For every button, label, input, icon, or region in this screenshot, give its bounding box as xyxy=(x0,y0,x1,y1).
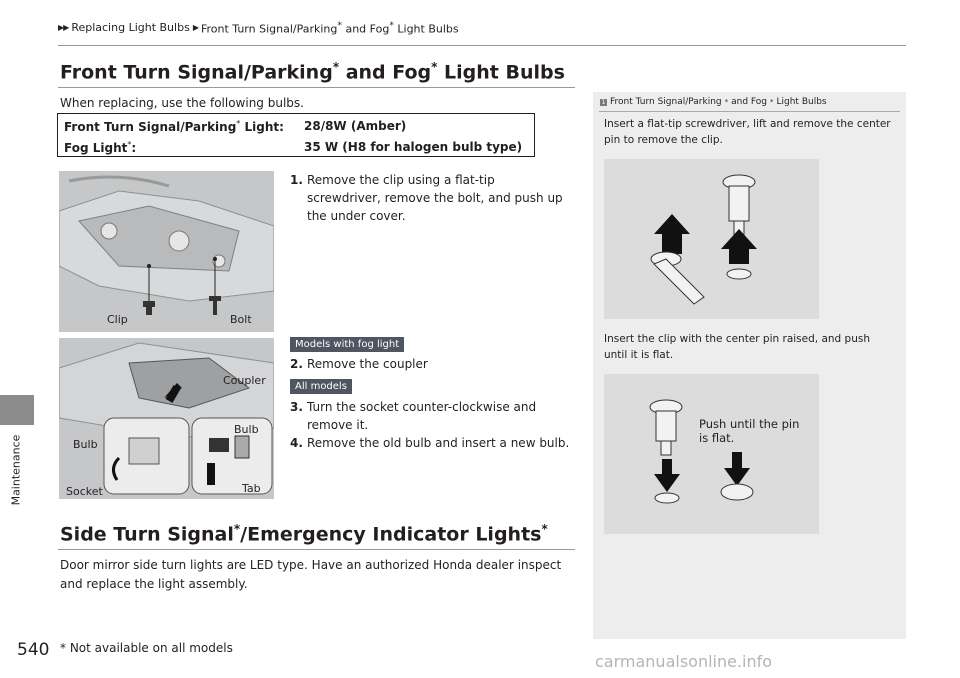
clip-insert-illustration xyxy=(604,374,819,534)
title-part: /Emergency Indicator Lights xyxy=(240,523,542,546)
step-text: Turn the socket counter-clockwise and re… xyxy=(307,400,537,432)
step-number: 1. xyxy=(290,173,303,187)
breadcrumb-current-part: Light Bulbs xyxy=(397,22,459,36)
badge-all-models: All models xyxy=(290,379,352,394)
title-part: Side Turn Signal xyxy=(60,523,234,546)
spec-row: Fog Light*: 35 W (H8 for halogen bulb ty… xyxy=(64,140,522,155)
coupler-socket-figure: Coupler Bulb Bulb Socket Tab xyxy=(59,338,274,499)
note-text-insert-clip: Insert the clip with the center pin rais… xyxy=(604,333,870,361)
footnote-star: * xyxy=(431,60,438,74)
step-2: 2. Remove the coupler xyxy=(290,355,572,373)
footnote-star: * xyxy=(389,20,394,31)
note-marker-icon: 1 xyxy=(600,98,607,106)
clip-removal-figure xyxy=(604,159,819,319)
footnote-star: * xyxy=(127,140,132,149)
section-tab-label: Maintenance xyxy=(3,425,29,515)
clip-removal-illustration xyxy=(604,159,819,319)
bulb-spec-table: Front Turn Signal/Parking* Light: 28/8W … xyxy=(57,113,535,157)
clip-label: Clip xyxy=(107,313,128,326)
note-title-part: Light Bulbs xyxy=(776,97,827,107)
step-number: 4. xyxy=(290,436,303,450)
step-number: 3. xyxy=(290,400,303,414)
breadcrumb-item-current: Front Turn Signal/Parking* and Fog* Ligh… xyxy=(201,20,459,36)
under-cover-figure: Clip Bolt xyxy=(59,171,274,332)
breadcrumb-arrow-icon: ▶▶ xyxy=(58,23,69,33)
spec-key-suffix: Light: xyxy=(240,120,284,134)
page-number: 540 xyxy=(17,640,50,660)
under-cover-illustration xyxy=(59,171,274,332)
coupler-socket-illustration xyxy=(59,338,274,499)
section-divider xyxy=(58,549,575,550)
title-part: and Fog xyxy=(339,61,432,84)
spec-key-text: Front Turn Signal/Parking xyxy=(64,120,237,134)
note-title: 1 Front Turn Signal/Parking* and Fog* Li… xyxy=(600,97,827,107)
step-3: 3. Turn the socket counter-clockwise and… xyxy=(290,398,572,434)
coupler-label: Coupler xyxy=(223,374,266,387)
badge-models-with-fog-light: Models with fog light xyxy=(290,337,405,352)
breadcrumb-current-part: Front Turn Signal/Parking xyxy=(200,22,338,36)
title-part: Light Bulbs xyxy=(437,61,565,84)
spec-key: Fog Light*: xyxy=(64,140,304,155)
step-number: 2. xyxy=(290,357,303,371)
clip-insert-figure: Push until the pin is flat. xyxy=(604,374,819,534)
footnote-star: * xyxy=(337,20,342,31)
section-tab-marker xyxy=(0,395,34,425)
footnote-star: * xyxy=(332,60,340,74)
spec-value: 28/8W (Amber) xyxy=(304,119,407,133)
push-until-flat-label: Push until the pin is flat. xyxy=(699,417,800,445)
footnote-star: * xyxy=(724,98,729,106)
section-title-side-turn-signal: Side Turn Signal*/Emergency Indicator Li… xyxy=(60,522,548,545)
tab-label: Tab xyxy=(242,482,261,495)
header-divider xyxy=(58,45,906,46)
note-text-remove-clip: Insert a flat-tip screwdriver, lift and … xyxy=(604,118,891,146)
step-text: Remove the coupler xyxy=(307,357,428,371)
side-turn-signal-text: Door mirror side turn lights are LED typ… xyxy=(60,558,562,591)
step-1: 1. Remove the clip using a flat-tip scre… xyxy=(290,171,572,225)
note-title-part: Front Turn Signal/Parking xyxy=(610,97,722,107)
step-text: Remove the clip using a flat-tip screwdr… xyxy=(307,173,563,223)
section-divider xyxy=(58,87,575,88)
intro-text: When replacing, use the following bulbs. xyxy=(60,96,304,110)
spec-row: Front Turn Signal/Parking* Light: 28/8W … xyxy=(64,119,406,134)
footnote-text: * Not available on all models xyxy=(60,641,233,655)
footnote-star: * xyxy=(541,522,548,536)
bulb-label-left: Bulb xyxy=(73,438,98,451)
note-title-part: and Fog xyxy=(731,97,767,107)
step-4: 4. Remove the old bulb and insert a new … xyxy=(290,434,572,452)
note-divider xyxy=(599,111,900,112)
footnote-star: * xyxy=(236,119,241,128)
spec-key-suffix: : xyxy=(131,141,137,155)
breadcrumb: ▶▶ Replacing Light Bulbs ▶ Front Turn Si… xyxy=(58,20,459,36)
spec-value: 35 W (H8 for halogen bulb type) xyxy=(304,140,523,154)
breadcrumb-arrow-icon: ▶ xyxy=(192,23,199,33)
watermark: carmanualsonline.info xyxy=(595,652,773,671)
spec-key-text: Fog Light xyxy=(64,141,128,155)
section-tab-text: Maintenance xyxy=(9,434,23,506)
spec-key: Front Turn Signal/Parking* Light: xyxy=(64,119,304,134)
bolt-label: Bolt xyxy=(230,313,252,326)
bulb-label-right: Bulb xyxy=(234,423,259,436)
section-title-front-turn-signal: Front Turn Signal/Parking* and Fog* Ligh… xyxy=(60,60,565,83)
footnote-star: * xyxy=(770,98,774,106)
step-text: Remove the old bulb and insert a new bul… xyxy=(307,436,570,450)
title-part: Front Turn Signal/Parking xyxy=(60,61,333,84)
breadcrumb-item-replacing-bulbs[interactable]: Replacing Light Bulbs xyxy=(71,21,190,35)
footnote-star: * xyxy=(233,522,241,536)
socket-label: Socket xyxy=(66,485,103,498)
breadcrumb-current-part: and Fog xyxy=(345,22,390,36)
